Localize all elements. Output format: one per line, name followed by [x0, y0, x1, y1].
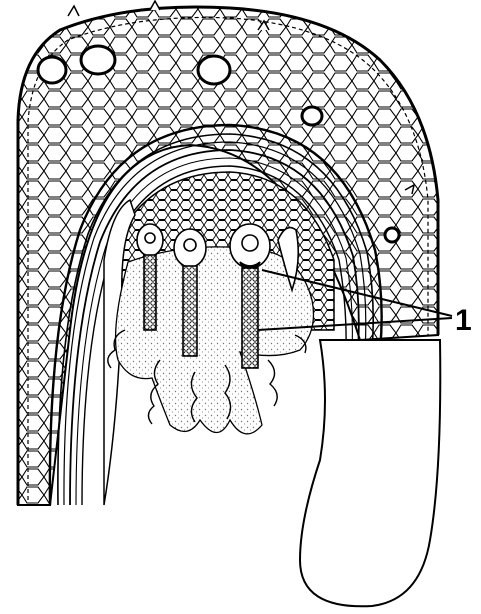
hanging-sac — [300, 340, 440, 606]
callout-label-1: 1 — [455, 304, 472, 337]
